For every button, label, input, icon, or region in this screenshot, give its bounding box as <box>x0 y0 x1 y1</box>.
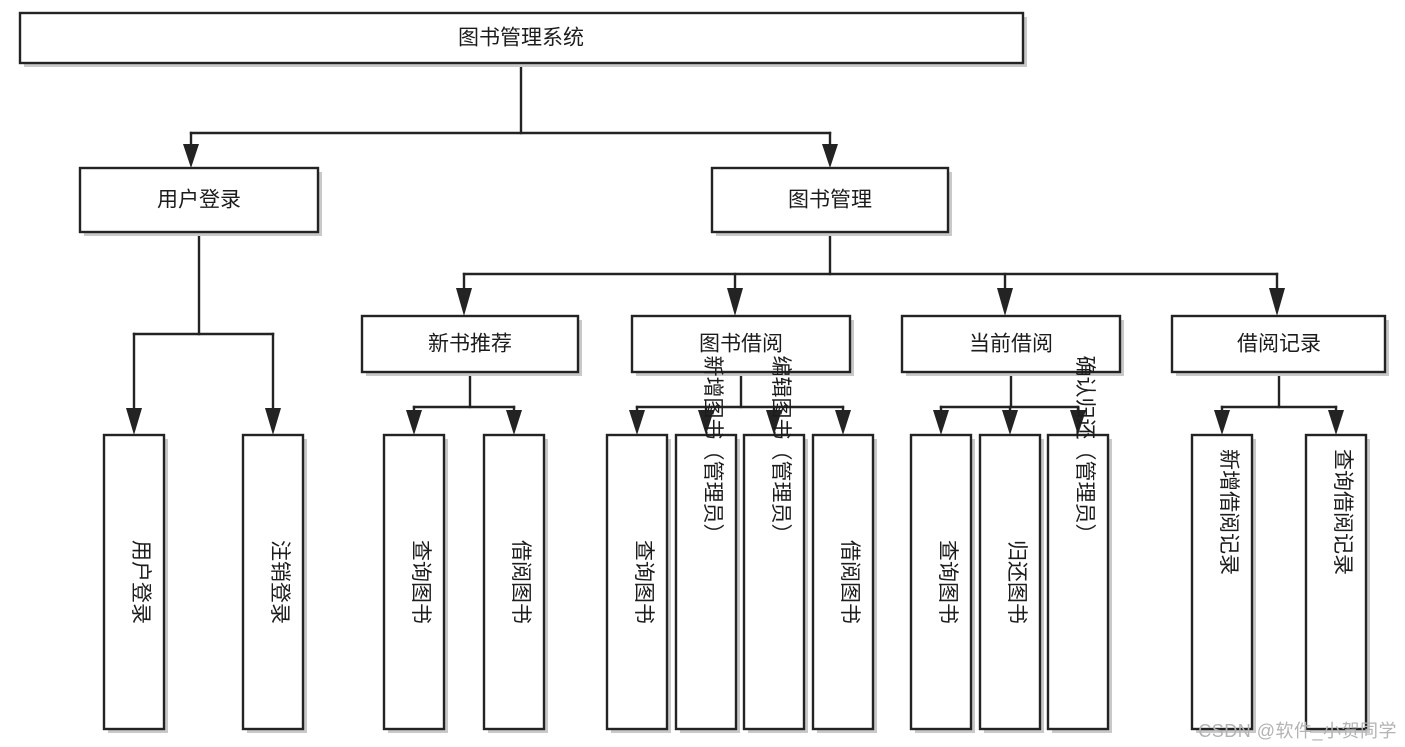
arrow-head-leaf-logout <box>265 408 281 435</box>
leaf-query-book-1-box[interactable] <box>382 433 446 731</box>
node-new-book-recommend-label: 新书推荐 <box>428 333 512 356</box>
arrow-head-leaf-add-book <box>698 410 714 435</box>
node-borrow-record-label: 借阅记录 <box>1237 333 1321 356</box>
arrow-head-borrow-record <box>1269 288 1285 316</box>
leaf-borrow-book-2[interactable]: 借阅图书 <box>811 433 877 733</box>
node-new-book-recommend-box[interactable] <box>360 314 580 374</box>
connector-current-borrow-to-leaves <box>933 373 1086 435</box>
arrow-head-leaf-query-3 <box>933 410 949 435</box>
leaf-edit-book[interactable]: 编辑图书（管理员） <box>742 356 808 734</box>
leaf-query-book-3[interactable]: 查询图书 <box>909 433 975 733</box>
arrow-head-leaf-return-book <box>1002 410 1018 435</box>
leaf-return-book-label: 归还图书 <box>1005 540 1028 624</box>
arrow-head-leaf-confirm-return <box>1070 410 1086 435</box>
leaf-logout-login[interactable]: 注销登录 <box>241 433 307 733</box>
node-root[interactable]: 图书管理系统 <box>18 11 1027 67</box>
arrow-head-leaf-add-record <box>1214 410 1230 435</box>
leaf-user-login-box[interactable] <box>102 433 166 731</box>
arrow-head-leaf-query-record <box>1328 410 1344 435</box>
leaf-query-book-3-label: 查询图书 <box>936 540 959 624</box>
leaf-confirm-return-label: 确认归还（管理员） <box>1073 356 1096 545</box>
leaf-edit-book-box[interactable] <box>742 433 806 731</box>
node-book-management-label: 图书管理 <box>788 189 872 212</box>
csdn-watermark: CSDN @软件_小贺同学 <box>1198 721 1397 741</box>
arrow-head-book-management <box>822 144 838 168</box>
leaf-confirm-return[interactable]: 确认归还（管理员） <box>1046 356 1112 734</box>
node-user-login[interactable]: 用户登录 <box>78 166 322 236</box>
leaf-add-record[interactable]: 新增借阅记录 <box>1190 433 1256 733</box>
node-book-borrow-label: 图书借阅 <box>699 333 783 356</box>
leaf-borrow-book-2-box[interactable] <box>811 433 875 731</box>
leaf-user-login-label: 用户登录 <box>129 540 152 624</box>
arrow-head-leaf-query-2 <box>629 410 645 435</box>
leaf-query-book-3-box[interactable] <box>909 433 973 731</box>
arrow-head-leaf-borrow-1 <box>506 410 522 435</box>
leaf-return-book-box[interactable] <box>978 433 1042 731</box>
node-current-borrow-label: 当前借阅 <box>969 333 1053 356</box>
node-borrow-record-box[interactable] <box>1170 314 1387 374</box>
leaf-add-book-box[interactable] <box>674 433 738 731</box>
leaf-query-book-2-box[interactable] <box>605 433 669 731</box>
node-current-borrow[interactable]: 当前借阅 <box>900 314 1124 376</box>
node-root-label: 图书管理系统 <box>458 27 584 50</box>
node-book-management[interactable]: 图书管理 <box>710 166 952 236</box>
leaf-query-record-label: 查询借阅记录 <box>1331 449 1354 575</box>
arrow-head-leaf-user-login <box>126 408 142 435</box>
connector-layer <box>126 63 1344 435</box>
leaf-borrow-book-2-label: 借阅图书 <box>838 540 861 624</box>
arrow-head-new-book <box>456 288 472 316</box>
connector-new-book-to-leaves <box>406 373 522 435</box>
connector-root-to-level2 <box>183 63 838 168</box>
leaf-query-book-1-label: 查询图书 <box>409 540 432 624</box>
leaf-logout-login-label: 注销登录 <box>268 540 291 624</box>
leaf-add-book-label: 新增图书（管理员） <box>701 356 724 545</box>
arrow-head-current-borrow <box>997 288 1013 316</box>
arrow-head-leaf-edit-book <box>766 410 782 435</box>
node-borrow-record[interactable]: 借阅记录 <box>1170 314 1389 376</box>
node-root-box[interactable] <box>18 11 1025 65</box>
node-user-login-box[interactable] <box>78 166 320 234</box>
connector-borrow-record-to-leaves <box>1214 373 1344 435</box>
leaf-edit-book-label: 编辑图书（管理员） <box>769 356 792 545</box>
leaf-query-book-2[interactable]: 查询图书 <box>605 433 671 733</box>
node-book-borrow-box[interactable] <box>630 314 852 374</box>
leaf-confirm-return-box[interactable] <box>1046 433 1110 731</box>
leaf-query-book-1[interactable]: 查询图书 <box>382 433 448 733</box>
connector-book-borrow-to-leaves <box>629 373 851 435</box>
leaf-query-record-box[interactable] <box>1304 433 1368 731</box>
leaf-query-record[interactable]: 查询借阅记录 <box>1304 433 1370 733</box>
connector-book-management-to-level3 <box>456 230 1285 316</box>
leaf-query-book-2-label: 查询图书 <box>632 540 655 624</box>
arrow-head-user-login <box>183 144 199 168</box>
leaf-borrow-book-1[interactable]: 借阅图书 <box>482 433 548 733</box>
leaf-add-record-label: 新增借阅记录 <box>1217 449 1240 575</box>
connector-user-login-to-leaves <box>126 230 281 435</box>
node-book-management-box[interactable] <box>710 166 950 234</box>
leaf-logout-login-box[interactable] <box>241 433 305 731</box>
leaf-borrow-book-1-label: 借阅图书 <box>509 540 532 624</box>
leaf-add-book[interactable]: 新增图书（管理员） <box>674 356 740 734</box>
arrow-head-leaf-query-1 <box>406 410 422 435</box>
node-book-borrow[interactable]: 图书借阅 <box>630 314 854 376</box>
leaf-add-record-box[interactable] <box>1190 433 1254 731</box>
node-user-login-label: 用户登录 <box>157 189 241 212</box>
node-current-borrow-box[interactable] <box>900 314 1122 374</box>
leaf-borrow-book-1-box[interactable] <box>482 433 546 731</box>
arrow-head-book-borrow <box>727 288 743 316</box>
leaf-user-login[interactable]: 用户登录 <box>102 433 168 733</box>
node-new-book-recommend[interactable]: 新书推荐 <box>360 314 582 376</box>
leaf-return-book[interactable]: 归还图书 <box>978 433 1044 733</box>
arrow-head-leaf-borrow-2 <box>835 410 851 435</box>
